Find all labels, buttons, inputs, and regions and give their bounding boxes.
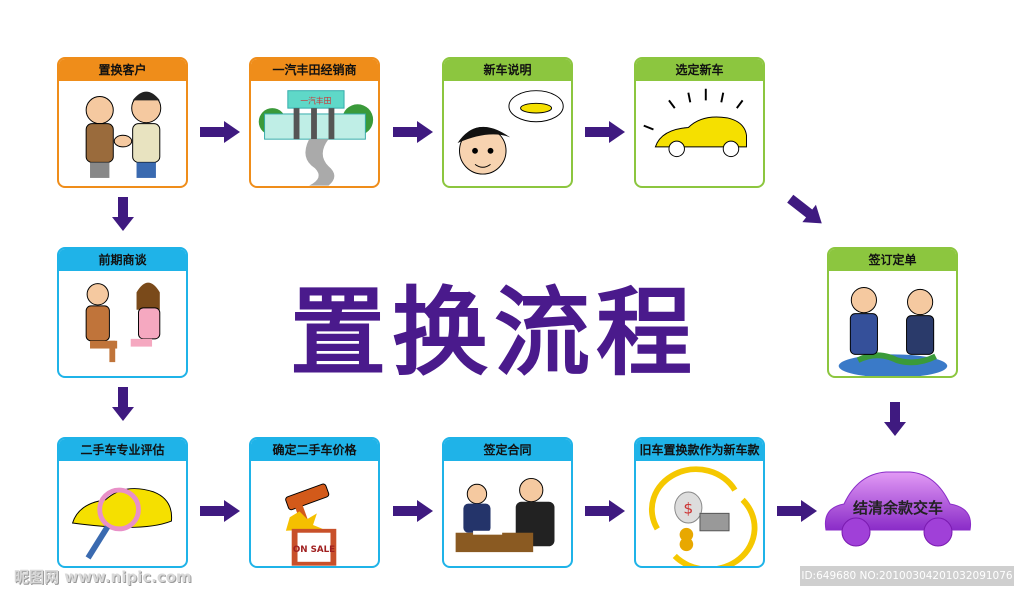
yellow-car-illustration [643, 88, 747, 158]
sale-sign-text: ON SALE [293, 545, 335, 555]
arrow-right-icon [393, 121, 433, 143]
step-title: 新车说明 [444, 59, 571, 81]
meeting-illustration [85, 282, 161, 363]
step-title: 旧车置换款作为新车款 [636, 439, 763, 461]
step-settle-and-deliver: 结清余款交车 [852, 499, 943, 517]
boy-thinking-illustration [457, 90, 564, 175]
arrow-right-icon [585, 500, 625, 522]
dealership-illustration: 一汽丰田 [258, 90, 374, 186]
sign-text: 一汽丰田 [300, 95, 331, 105]
step-title: 确定二手车价格 [251, 439, 378, 461]
arrow-right-icon [393, 500, 433, 522]
page-title: 置换流程 [290, 277, 698, 389]
arrow-right-icon [200, 121, 240, 143]
magnifier-car-illustration [71, 487, 173, 560]
watermark-id: ID:649680 NO:20100304201032091076 [800, 566, 1014, 586]
step-box-sign-contract: 签定合同 [442, 437, 573, 568]
step-title: 二手车专业评估 [59, 439, 186, 461]
businessmen-globe-illustration [838, 286, 948, 376]
step-title: 签订定单 [829, 249, 956, 271]
watermark-left: 昵图网 www.nipic.com [14, 568, 192, 586]
step-box-select-new-car: 选定新车 [634, 57, 765, 188]
arrow-right-icon [200, 500, 240, 522]
arrow-right-icon [777, 500, 817, 522]
step-title: 选定新车 [636, 59, 763, 81]
svg-text:$: $ [683, 499, 693, 517]
contract-signing-illustration [455, 477, 555, 553]
step-title: 一汽丰田经销商 [251, 59, 378, 81]
arrow-down-icon [112, 387, 134, 421]
money-exchange-illustration: $ [648, 466, 758, 566]
arrow-down-icon [112, 197, 134, 231]
arrow-diagonal-icon [786, 193, 828, 229]
step-box-used-car-price: 确定二手车价格 ON SALE [249, 437, 380, 568]
handshake-illustration [85, 91, 162, 178]
arrow-right-icon [585, 121, 625, 143]
step-box-new-car-explanation: 新车说明 [442, 57, 573, 188]
step-title: 前期商谈 [59, 249, 186, 271]
step-box-used-car-evaluation: 二手车专业评估 [57, 437, 188, 568]
auction-gavel-illustration: ON SALE [285, 483, 337, 566]
step-box-replacement-customer: 置换客户 [57, 57, 188, 188]
arrow-down-icon [884, 402, 906, 436]
step-title: 签定合同 [444, 439, 571, 461]
step-title: 置换客户 [59, 59, 186, 81]
purple-car-shape [824, 471, 972, 547]
step-box-dealer: 一汽丰田经销商 一汽丰田 [249, 57, 380, 188]
step-box-preliminary-talk: 前期商谈 [57, 247, 188, 378]
step-box-trade-in-payment: 旧车置换款作为新车款 $ [634, 437, 765, 568]
step-box-sign-order: 签订定单 [827, 247, 958, 378]
